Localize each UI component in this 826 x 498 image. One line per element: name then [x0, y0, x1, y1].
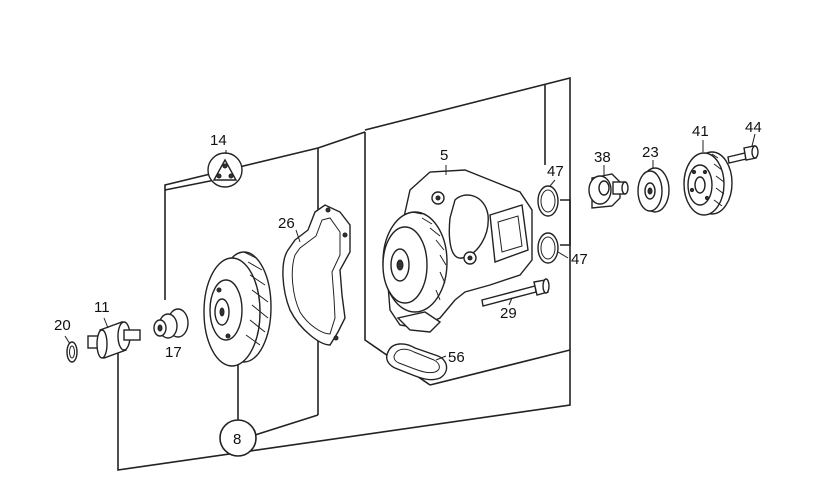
label-56: 56: [448, 349, 465, 366]
snap-ring-20: [66, 341, 78, 363]
leader-lines: [64, 133, 756, 361]
part-labels: 20 11 17 14 26 5 47 47 29 56 38 23 41 44…: [54, 119, 762, 448]
label-23: 23: [642, 144, 659, 161]
label-47-upper: 47: [547, 163, 564, 180]
pulley-8: [203, 251, 272, 367]
label-5: 5: [440, 147, 448, 164]
label-41: 41: [692, 123, 709, 140]
label-20: 20: [54, 317, 71, 334]
fitting-38: [588, 173, 629, 209]
gasket-56: [386, 343, 448, 381]
bolt-44: [727, 145, 759, 164]
label-38: 38: [594, 149, 611, 166]
label-44: 44: [745, 119, 762, 136]
callout-circle-8: [219, 419, 257, 457]
label-47-lower: 47: [571, 251, 588, 268]
label-26: 26: [278, 215, 295, 232]
label-14: 14: [210, 132, 227, 149]
label-29: 29: [500, 305, 517, 322]
bearing-shaft-11: [87, 321, 141, 359]
o-ring-47-upper: [537, 185, 559, 217]
label-11: 11: [94, 299, 110, 316]
belt-pulley-41: [683, 151, 733, 216]
bolt-29: [481, 278, 550, 307]
pump-housing-5: [382, 169, 533, 333]
label-8: 8: [233, 431, 241, 448]
o-ring-47-lower: [537, 232, 559, 264]
hub-23: [637, 167, 670, 213]
label-17: 17: [165, 344, 182, 361]
impeller-14: [207, 152, 243, 188]
assembly-frame-lines: [117, 76, 571, 471]
seal-17: [153, 308, 189, 339]
